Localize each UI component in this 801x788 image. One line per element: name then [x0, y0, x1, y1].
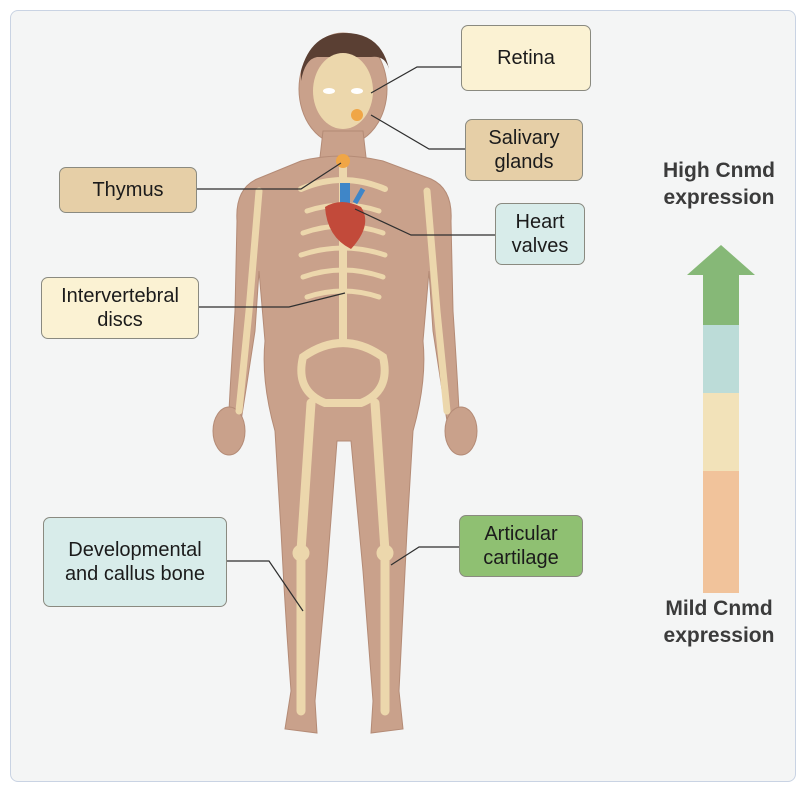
- expression-scale-arrow: [687, 245, 757, 597]
- heart-valves-label: Heart valves: [495, 203, 585, 265]
- scale-segment-mild: [703, 471, 739, 593]
- scale-segment-low: [703, 393, 739, 471]
- retina-label: Retina: [461, 25, 591, 91]
- scale-segment-high: [687, 245, 755, 325]
- developmental-callus-bone-label: Developmental and callus bone: [43, 517, 227, 607]
- body-silhouette: [213, 33, 477, 733]
- mild-expression-label: Mild Cnmd expression: [653, 595, 785, 649]
- salivary-glands-label: Salivary glands: [465, 119, 583, 181]
- human-body-illustration: [11, 11, 796, 782]
- intervertebral-discs-label: Intervertebral discs: [41, 277, 199, 339]
- high-expression-label: High Cnmd expression: [653, 157, 785, 211]
- figure-frame: Retina Salivary glands Thymus Heart valv…: [10, 10, 796, 782]
- salivary-leader: [371, 115, 465, 149]
- articular-cartilage-label: Articular cartilage: [459, 515, 583, 577]
- thymus-label: Thymus: [59, 167, 197, 213]
- scale-segment-medium: [703, 325, 739, 393]
